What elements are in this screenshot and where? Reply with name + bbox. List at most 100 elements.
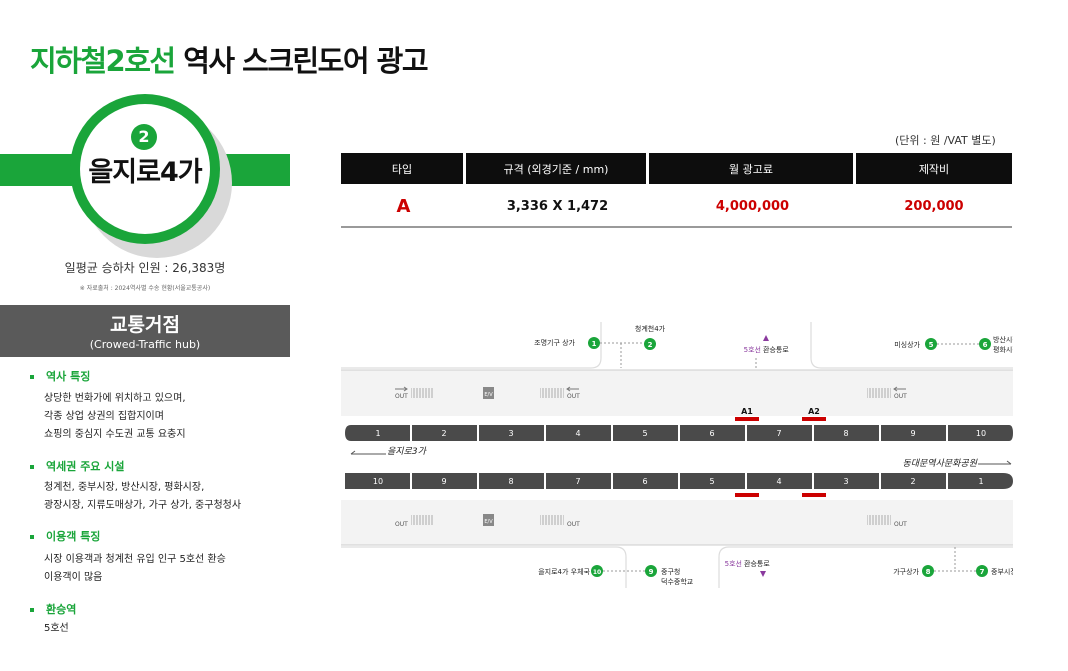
door-number: 10 xyxy=(373,477,383,486)
size-cell: 3,336 X 1,472 xyxy=(506,198,609,214)
exit-num: 6 xyxy=(983,341,988,349)
exit-label: 중부시장 xyxy=(991,567,1013,576)
exit-num: 5 xyxy=(929,341,934,349)
page-title: 지하철2호선 역사 스크린도어 광고 xyxy=(30,38,429,80)
door-number: 5 xyxy=(642,429,647,438)
bullet-icon xyxy=(30,465,34,469)
direction-right: 동대문역사문화공원 xyxy=(902,458,977,469)
section-heading: 환승역 xyxy=(30,601,76,617)
elevator-icon xyxy=(483,387,494,399)
hub-title: 교통거점 xyxy=(110,314,180,336)
exit-num: 8 xyxy=(926,568,931,576)
exit-badge-icon xyxy=(925,338,937,350)
out-label: OUT xyxy=(567,521,580,528)
out-arrow-icon xyxy=(893,386,906,392)
stairs-icon xyxy=(411,388,433,398)
section-body: 청계천, 중부시장, 방산시장, 평화시장,광장시장, 지류도매상가, 가구 상… xyxy=(44,482,242,511)
door-number: 7 xyxy=(776,429,781,438)
table-header-cell: 규격 (외경기준 / mm) xyxy=(466,153,649,184)
exit-label: 덕수중학교 xyxy=(661,577,694,586)
stairs-icon xyxy=(411,515,433,525)
door-number: 3 xyxy=(843,477,848,486)
out-label: OUT xyxy=(395,393,408,400)
transfer-line: 5호선 xyxy=(744,345,761,354)
exit-label: 중구청 xyxy=(661,568,680,576)
out-arrow-icon xyxy=(395,386,408,392)
door-number: 9 xyxy=(441,477,446,486)
door-number: 4 xyxy=(776,477,781,486)
exit-label: 청계천4가 xyxy=(635,324,666,333)
table-bottom-line xyxy=(341,226,1012,228)
arrow-up-icon xyxy=(763,335,769,341)
title-rest: 역사 스크린도어 광고 xyxy=(174,44,428,78)
stairs-icon xyxy=(867,515,891,525)
table-header-cell: 제작비 xyxy=(856,153,1012,184)
bullet-icon xyxy=(30,535,34,539)
exit-num: 2 xyxy=(648,341,653,349)
door-number: 6 xyxy=(642,477,647,486)
exit-label: 평화시장 xyxy=(993,345,1013,354)
transfer-label: 환승통로 xyxy=(763,345,789,354)
title-line: 지하철2호선 xyxy=(30,44,176,78)
exit-badge-icon xyxy=(645,565,657,577)
door-number: 6 xyxy=(709,429,714,438)
section-heading: 이용객 특징 xyxy=(30,528,100,544)
ad-marker xyxy=(802,493,826,497)
door-number: 10 xyxy=(976,429,986,438)
out-label: OUT xyxy=(567,393,580,400)
station-name: 을지로4가 xyxy=(88,157,202,188)
arrow-left-icon xyxy=(350,450,386,455)
exit-badge-icon xyxy=(644,338,656,350)
ridership-text: 일평균 승하차 인원 : 26,383명 xyxy=(64,261,226,275)
transfer-label: 환승통로 xyxy=(744,559,770,568)
exit-num: 7 xyxy=(980,568,985,576)
monthly-fee-cell: 4,000,000 xyxy=(715,198,790,214)
door-number: 1 xyxy=(978,477,983,486)
exit-label: 을지로4가 우체국 xyxy=(538,567,590,576)
exit-badge-icon xyxy=(976,565,988,577)
unit-note: (단위 : 원 /VAT 별도) xyxy=(895,134,996,147)
platform-map: 조명기구 상가 1 청계천4가 2 5호선 환승통로 미싱상가 5 6 방산시장… xyxy=(341,322,1013,588)
lower-doors: 10 9 8 7 6 5 4 3 2 1 xyxy=(345,473,1013,489)
exit-label: 조명기구 상가 xyxy=(534,338,575,347)
door-number: 9 xyxy=(910,429,915,438)
elevator-icon xyxy=(483,514,494,526)
out-label: OUT xyxy=(395,521,408,528)
ad-label: A1 xyxy=(741,407,753,416)
exit-num: 9 xyxy=(649,568,654,576)
production-fee-cell: 200,000 xyxy=(904,198,964,214)
ad-marker xyxy=(802,417,826,421)
ad-marker xyxy=(735,417,759,421)
transfer-line: 5호선 xyxy=(725,559,742,568)
out-label: OUT xyxy=(894,393,907,400)
ad-label: A2 xyxy=(808,407,820,416)
door-number: 1 xyxy=(375,429,380,438)
door-number: 2 xyxy=(441,429,446,438)
upper-doors: 1 2 3 4 5 6 7 8 9 10 xyxy=(345,425,1013,441)
traffic-hub-box: 교통거점 (Crowed-Traffic hub) xyxy=(0,305,290,357)
door-number: 2 xyxy=(910,477,915,486)
exit-badge-icon xyxy=(588,337,600,349)
door-number: 3 xyxy=(508,429,513,438)
stairs-icon xyxy=(540,515,564,525)
door-number: 7 xyxy=(575,477,580,486)
exit-badge-icon xyxy=(591,565,603,577)
direction-left: 을지로3가 xyxy=(387,446,428,457)
arrow-down-icon xyxy=(760,571,766,577)
exit-badge-icon xyxy=(922,565,934,577)
table-row: A 3,336 X 1,472 4,000,000 200,000 xyxy=(341,190,1012,222)
ev-label: E/V xyxy=(484,519,493,525)
hub-subtitle: (Crowed-Traffic hub) xyxy=(89,338,201,351)
door-number: 8 xyxy=(508,477,513,486)
table-header-cell: 타입 xyxy=(341,153,466,184)
out-arrow-icon xyxy=(566,386,579,392)
exit-label: 방산시장 xyxy=(993,335,1013,344)
out-label: OUT xyxy=(894,521,907,528)
door-number: 8 xyxy=(843,429,848,438)
exit-label: 가구상가 xyxy=(893,567,919,576)
table-header: 타입 규격 (외경기준 / mm) 월 광고료 제작비 xyxy=(341,153,1012,184)
exit-badge-icon xyxy=(979,338,991,350)
line-number-badge: 2 xyxy=(131,124,157,150)
